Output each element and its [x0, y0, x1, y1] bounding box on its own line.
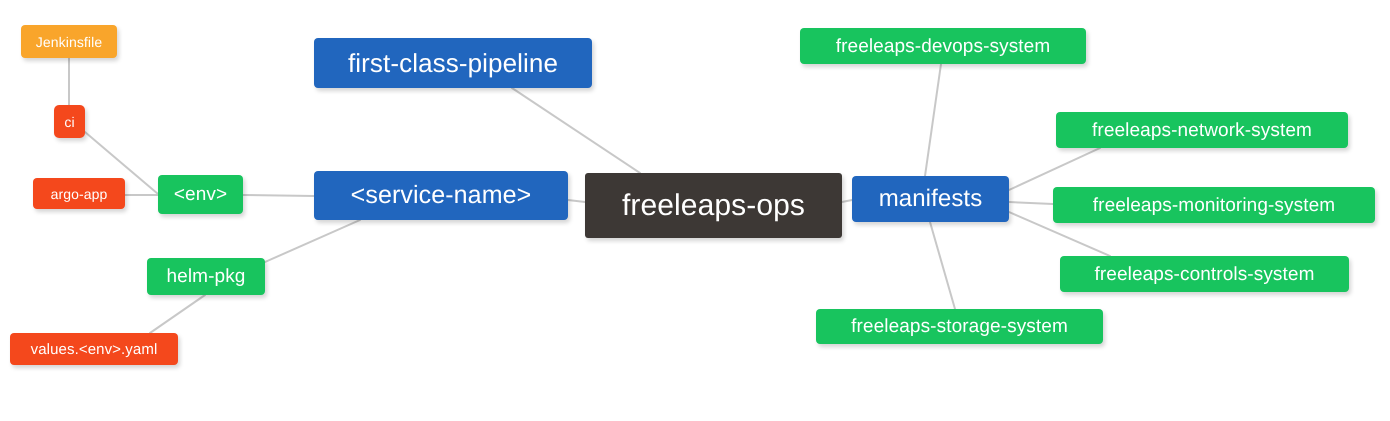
node-helm-pkg[interactable]: helm-pkg — [147, 258, 265, 295]
edge-manifests-to-freeleaps-devops-system — [924, 63, 942, 177]
node-freeleaps-storage-system[interactable]: freeleaps-storage-system — [816, 309, 1103, 344]
node-argo-app[interactable]: argo-app — [33, 178, 125, 209]
edge-env-to-service-name — [242, 194, 315, 197]
edge-first-class-pipeline-to-freeleaps-ops — [511, 87, 641, 174]
edge-manifests-to-freeleaps-network-system — [1008, 147, 1101, 191]
edge-service-name-to-freeleaps-ops — [567, 199, 586, 203]
node-freeleaps-devops-system[interactable]: freeleaps-devops-system — [800, 28, 1086, 64]
node-first-class-pipeline[interactable]: first-class-pipeline — [314, 38, 592, 88]
node-freeleaps-controls-system[interactable]: freeleaps-controls-system — [1060, 256, 1349, 292]
edge-values-env-yaml-to-helm-pkg — [149, 294, 206, 334]
node-freeleaps-monitoring-system[interactable]: freeleaps-monitoring-system — [1053, 187, 1375, 223]
node-jenkinsfile[interactable]: Jenkinsfile — [21, 25, 117, 58]
node-freeleaps-ops[interactable]: freeleaps-ops — [585, 173, 842, 238]
edge-freeleaps-ops-to-manifests — [841, 199, 853, 203]
node-service-name[interactable]: <service-name> — [314, 171, 568, 220]
edge-manifests-to-freeleaps-storage-system — [929, 221, 956, 310]
edge-manifests-to-freeleaps-monitoring-system — [1008, 201, 1054, 205]
node-freeleaps-network-system[interactable]: freeleaps-network-system — [1056, 112, 1348, 148]
node-manifests[interactable]: manifests — [852, 176, 1009, 222]
node-ci[interactable]: ci — [54, 105, 85, 138]
node-env[interactable]: <env> — [158, 175, 243, 214]
node-values-env-yaml[interactable]: values.<env>.yaml — [10, 333, 178, 365]
edge-helm-pkg-to-service-name — [264, 219, 361, 263]
